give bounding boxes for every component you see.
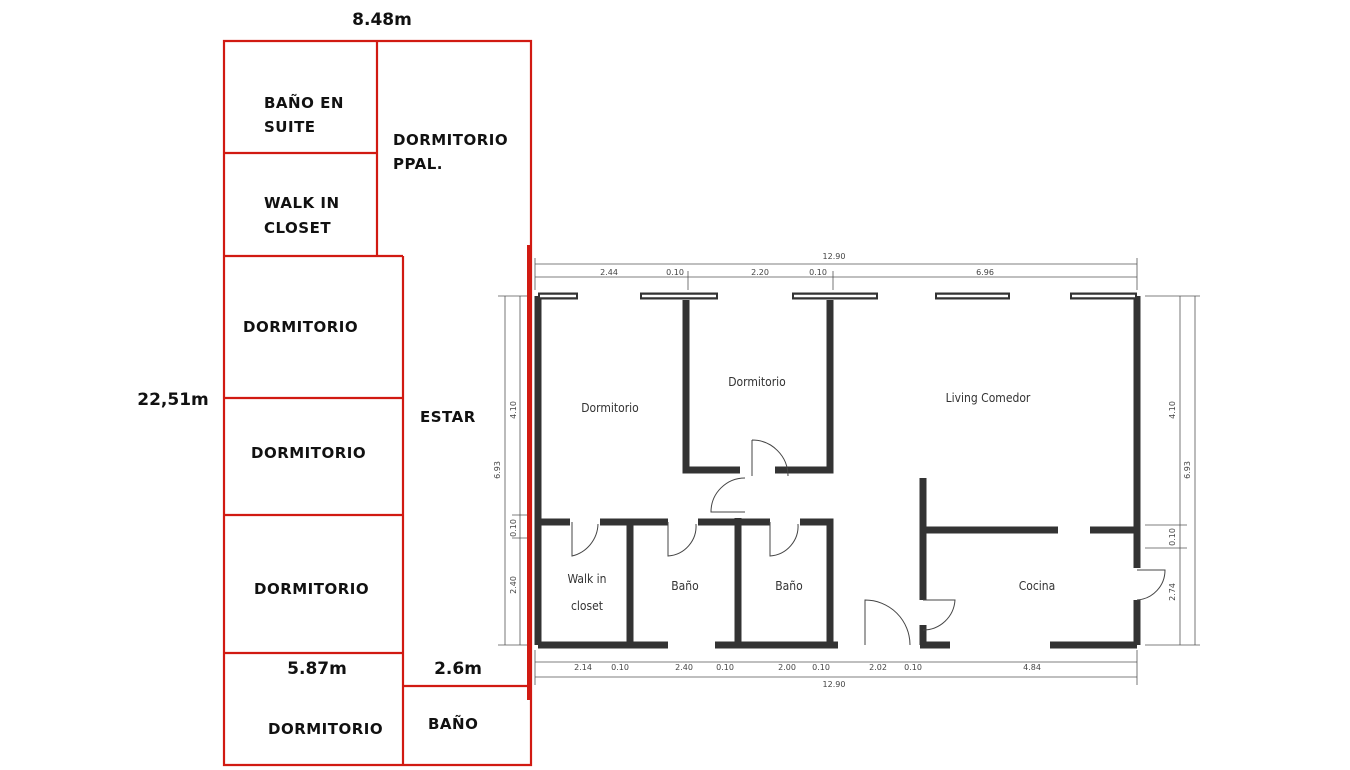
plan-room-dormitorio-1: Dormitorio xyxy=(581,401,639,415)
plan-room-cocina: Cocina xyxy=(1019,579,1056,593)
dim-top-total: 12.90 xyxy=(823,252,846,261)
room-bano-suite-line-1: BAÑO EN xyxy=(264,93,344,112)
plan-room-bano-1: Baño xyxy=(671,579,699,593)
room-dormitorio-3: DORMITORIO xyxy=(254,580,369,598)
room-bano: BAÑO xyxy=(428,714,478,733)
dim-left-1: 4.10 xyxy=(509,401,518,419)
dim-bottom-5: 4.84 xyxy=(1023,663,1041,672)
plan-room-walk-in-line-2: closet xyxy=(571,599,603,613)
dim-right-2: 0.10 xyxy=(1168,528,1177,546)
dim-total-length: 22,51m xyxy=(137,390,209,410)
dim-top-3: 6.96 xyxy=(976,268,994,277)
dim-top-1: 2.44 xyxy=(600,268,618,277)
room-dormitorio-2: DORMITORIO xyxy=(251,444,366,462)
exterior-walls xyxy=(534,292,1141,649)
dim-bottom-3: 2.00 xyxy=(778,663,796,672)
dim-top-gap-2: 0.10 xyxy=(809,268,827,277)
room-walk-in-line-2: CLOSET xyxy=(264,219,331,237)
dim-bottom-4: 2.02 xyxy=(869,663,887,672)
dim-right-3: 2.74 xyxy=(1168,583,1177,601)
dim-bottom-gap-2: 0.10 xyxy=(716,663,734,672)
dim-right-total: 6.93 xyxy=(1183,461,1192,479)
plan-room-walk-in-line-1: Walk in xyxy=(567,572,606,586)
plan-room-bano-2: Baño xyxy=(775,579,803,593)
room-dormitorio-ppal-line-2: PPAL. xyxy=(393,155,443,173)
room-dormitorio-ppal-line-1: DORMITORIO xyxy=(393,131,508,149)
dim-bottom-1: 2.14 xyxy=(574,663,592,672)
dim-top-2: 2.20 xyxy=(751,268,769,277)
dim-bottom-gap-3: 0.10 xyxy=(812,663,830,672)
dim-bedroom-width: 5.87m xyxy=(287,659,347,679)
architectural-plan: 12.90 2.44 0.10 2.20 0.10 6.96 2.14 0.10… xyxy=(493,252,1200,689)
dim-right-1: 4.10 xyxy=(1168,401,1177,419)
red-layout-sketch: 8.48m 22,51m 5.87m 2.6m BAÑO EN SUITE WA… xyxy=(137,10,533,767)
plan-room-dormitorio-2: Dormitorio xyxy=(728,375,786,389)
plan-room-living-comedor: Living Comedor xyxy=(946,391,1031,405)
dim-bottom-total: 12.90 xyxy=(823,680,846,689)
dim-bath-width: 2.6m xyxy=(434,659,482,679)
dim-left-2: 0.10 xyxy=(509,519,518,537)
room-dormitorio-4: DORMITORIO xyxy=(268,720,383,738)
room-walk-in-line-1: WALK IN xyxy=(264,194,340,212)
dim-bottom-gap-1: 0.10 xyxy=(611,663,629,672)
dim-top-width: 8.48m xyxy=(352,10,412,30)
room-estar: ESTAR xyxy=(420,408,476,426)
dim-bottom-gap-4: 0.10 xyxy=(904,663,922,672)
dim-left-3: 2.40 xyxy=(509,576,518,594)
interior-walls xyxy=(538,300,1137,645)
room-dormitorio-1: DORMITORIO xyxy=(243,318,358,336)
dim-bottom-2: 2.40 xyxy=(675,663,693,672)
dim-top-gap-1: 0.10 xyxy=(666,268,684,277)
doors xyxy=(571,439,1166,646)
dim-left-total: 6.93 xyxy=(493,461,502,479)
room-bano-suite-line-2: SUITE xyxy=(264,118,316,136)
